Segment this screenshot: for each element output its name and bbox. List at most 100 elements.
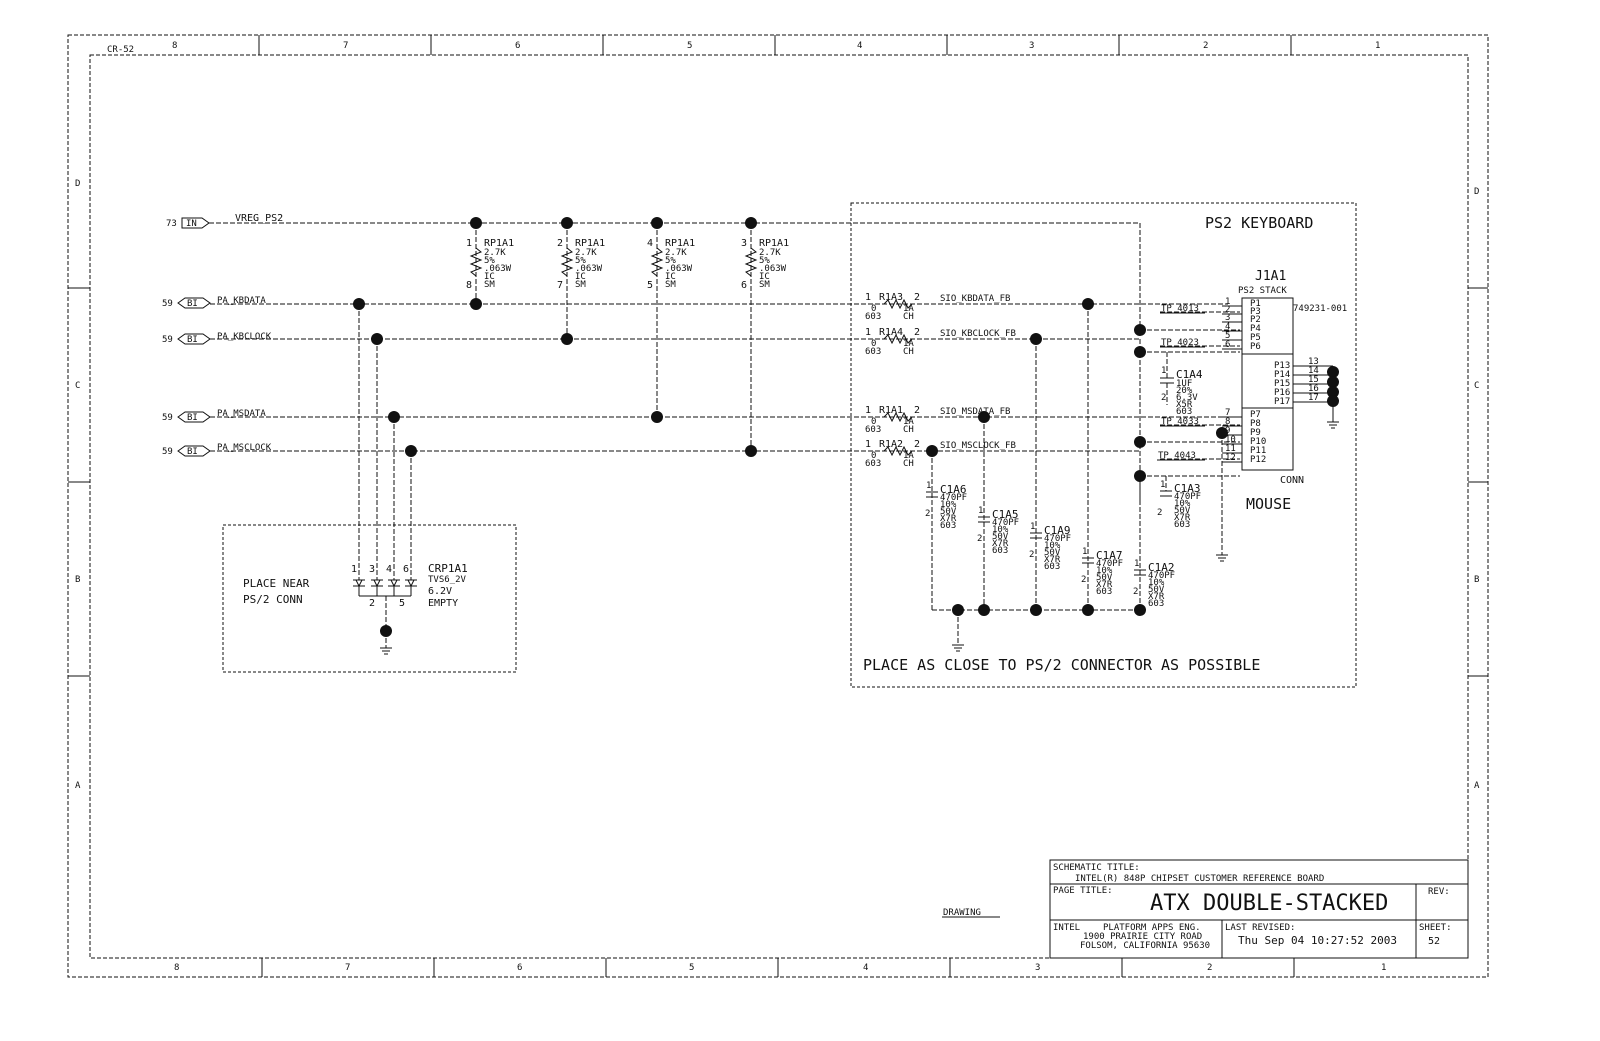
svg-text:470PF: 470PF bbox=[992, 518, 1019, 528]
svg-text:9: 9 bbox=[1225, 426, 1230, 436]
zone-col-bottom: 8 bbox=[174, 963, 179, 973]
svg-text:SIO_MSDATA_FB: SIO_MSDATA_FB bbox=[940, 407, 1010, 417]
svg-text:P3: P3 bbox=[1250, 307, 1261, 317]
svg-text:603: 603 bbox=[1174, 520, 1190, 530]
svg-text:1: 1 bbox=[1134, 559, 1139, 569]
svg-text:BI: BI bbox=[187, 335, 198, 345]
svg-text:1: 1 bbox=[1161, 366, 1166, 376]
svg-text:.063W: .063W bbox=[665, 264, 693, 274]
svg-text:SM: SM bbox=[759, 280, 770, 290]
svg-text:4: 4 bbox=[1225, 322, 1230, 332]
svg-text:16: 16 bbox=[1308, 384, 1319, 394]
svg-text:10%: 10% bbox=[1096, 566, 1113, 576]
svg-text:59: 59 bbox=[162, 335, 173, 345]
svg-text:X7R: X7R bbox=[1174, 513, 1191, 523]
svg-text:1A: 1A bbox=[903, 339, 914, 349]
svg-text:13: 13 bbox=[1308, 357, 1319, 367]
svg-text:603: 603 bbox=[865, 459, 881, 469]
svg-text:0: 0 bbox=[871, 451, 876, 461]
svg-text:14: 14 bbox=[1308, 366, 1319, 376]
series-resistor-r1a2: 1 R1A2 2 0 603 1A CH SIO_MSCLOCK_FB bbox=[865, 439, 1016, 469]
test-point: TP_4043 bbox=[1158, 451, 1196, 461]
series-resistor-r1a4: 1 R1A4 2 0 603 1A CH SIO_KBCLOCK_FB bbox=[865, 327, 1016, 357]
net-wires bbox=[209, 222, 1240, 645]
svg-text:SM: SM bbox=[484, 280, 495, 290]
svg-text:6.3V: 6.3V bbox=[1176, 393, 1198, 403]
svg-text:BI: BI bbox=[187, 299, 198, 309]
svg-text:VREG_PS2: VREG_PS2 bbox=[235, 213, 283, 224]
svg-text:IC: IC bbox=[759, 272, 770, 282]
svg-text:2: 2 bbox=[1161, 393, 1166, 403]
svg-text:17: 17 bbox=[1308, 393, 1319, 403]
svg-text:749231-001: 749231-001 bbox=[1293, 304, 1347, 314]
svg-text:7: 7 bbox=[1225, 408, 1230, 418]
svg-text:470PF: 470PF bbox=[1174, 492, 1201, 502]
corner-tag: CR-52 bbox=[107, 45, 134, 55]
svg-text:3: 3 bbox=[369, 564, 375, 575]
svg-text:SIO_KBCLOCK_FB: SIO_KBCLOCK_FB bbox=[940, 329, 1016, 339]
zone-row-left: D bbox=[75, 179, 80, 189]
svg-text:4: 4 bbox=[386, 564, 392, 575]
svg-text:P1: P1 bbox=[1250, 299, 1261, 309]
svg-text:X5R: X5R bbox=[1176, 400, 1193, 410]
svg-text:C1A6: C1A6 bbox=[940, 483, 967, 496]
zone-col-top: 5 bbox=[687, 41, 692, 51]
svg-text:R1A1: R1A1 bbox=[879, 405, 903, 416]
ground-symbols bbox=[952, 402, 1339, 652]
svg-text:SM: SM bbox=[665, 280, 676, 290]
last-revised-label: LAST REVISED: bbox=[1225, 923, 1295, 933]
svg-text:603: 603 bbox=[940, 521, 956, 531]
svg-text:10: 10 bbox=[1225, 435, 1236, 445]
svg-text:P12: P12 bbox=[1250, 455, 1266, 465]
title-block: SCHEMATIC TITLE: INTEL(R) 848P CHIPSET C… bbox=[1049, 859, 1469, 959]
svg-text:59: 59 bbox=[162, 413, 173, 423]
svg-text:P11: P11 bbox=[1250, 446, 1266, 456]
svg-text:50V: 50V bbox=[1174, 506, 1191, 516]
svg-text:10%: 10% bbox=[1148, 578, 1165, 588]
svg-text:603: 603 bbox=[1148, 599, 1164, 609]
zone-col-top: 3 bbox=[1029, 41, 1034, 51]
svg-text:603: 603 bbox=[1044, 562, 1060, 572]
zone-col-bottom: 3 bbox=[1035, 963, 1040, 973]
svg-text:P13: P13 bbox=[1274, 361, 1290, 371]
svg-text:2.7K: 2.7K bbox=[759, 248, 781, 258]
svg-text:5%: 5% bbox=[665, 256, 676, 266]
svg-text:5%: 5% bbox=[484, 256, 495, 266]
svg-text:BI: BI bbox=[187, 413, 198, 423]
series-resistor-r1a3: 1 R1A3 2 0 603 1A CH SIO_KBDATA_FB bbox=[865, 292, 1010, 322]
svg-text:P4: P4 bbox=[1250, 324, 1261, 334]
svg-text:P10: P10 bbox=[1250, 437, 1266, 447]
svg-text:P17: P17 bbox=[1274, 397, 1290, 407]
svg-text:CH: CH bbox=[903, 459, 914, 469]
svg-text:P14: P14 bbox=[1274, 370, 1290, 380]
company-address-3: FOLSOM, CALIFORNIA 95630 bbox=[1080, 941, 1210, 951]
page-title: ATX DOUBLE-STACKED bbox=[1150, 891, 1388, 916]
svg-text:P5: P5 bbox=[1250, 333, 1261, 343]
svg-text:5: 5 bbox=[399, 598, 405, 609]
zone-labels: 8 7 6 5 4 3 2 1 8 7 6 5 4 3 2 1 D C B A … bbox=[75, 41, 1480, 973]
capacitor-c1a5: 1 2 C1A5 470PF 10% 50V X7R 603 bbox=[977, 506, 1019, 556]
svg-text:1: 1 bbox=[865, 327, 871, 338]
zone-col-top: 6 bbox=[515, 41, 520, 51]
svg-text:470PF: 470PF bbox=[1096, 559, 1123, 569]
svg-text:TVS6_2V: TVS6_2V bbox=[428, 575, 467, 585]
test-points: TP_4013 TP_4023 TP_4033 TP_4043 bbox=[1157, 304, 1205, 461]
last-revised-date: Thu Sep 04 10:27:52 2003 bbox=[1238, 934, 1397, 947]
svg-text:.063W: .063W bbox=[484, 264, 512, 274]
svg-text:CH: CH bbox=[903, 347, 914, 357]
zone-col-top: 7 bbox=[343, 41, 348, 51]
zone-row-right: C bbox=[1474, 381, 1479, 391]
svg-text:CRP1A1: CRP1A1 bbox=[428, 562, 468, 575]
svg-text:20%: 20% bbox=[1176, 386, 1193, 396]
svg-text:PA_KBCLOCK: PA_KBCLOCK bbox=[217, 332, 272, 342]
zone-row-left: A bbox=[75, 781, 81, 791]
svg-text:X7R: X7R bbox=[1044, 555, 1061, 565]
svg-text:470PF: 470PF bbox=[1044, 534, 1071, 544]
svg-text:5: 5 bbox=[647, 280, 653, 291]
svg-text:603: 603 bbox=[865, 312, 881, 322]
svg-text:1: 1 bbox=[926, 481, 931, 491]
svg-text:X7R: X7R bbox=[1096, 580, 1113, 590]
svg-text:2: 2 bbox=[914, 405, 920, 416]
drawing-label: DRAWING bbox=[943, 908, 981, 918]
svg-text:8: 8 bbox=[1225, 417, 1230, 427]
